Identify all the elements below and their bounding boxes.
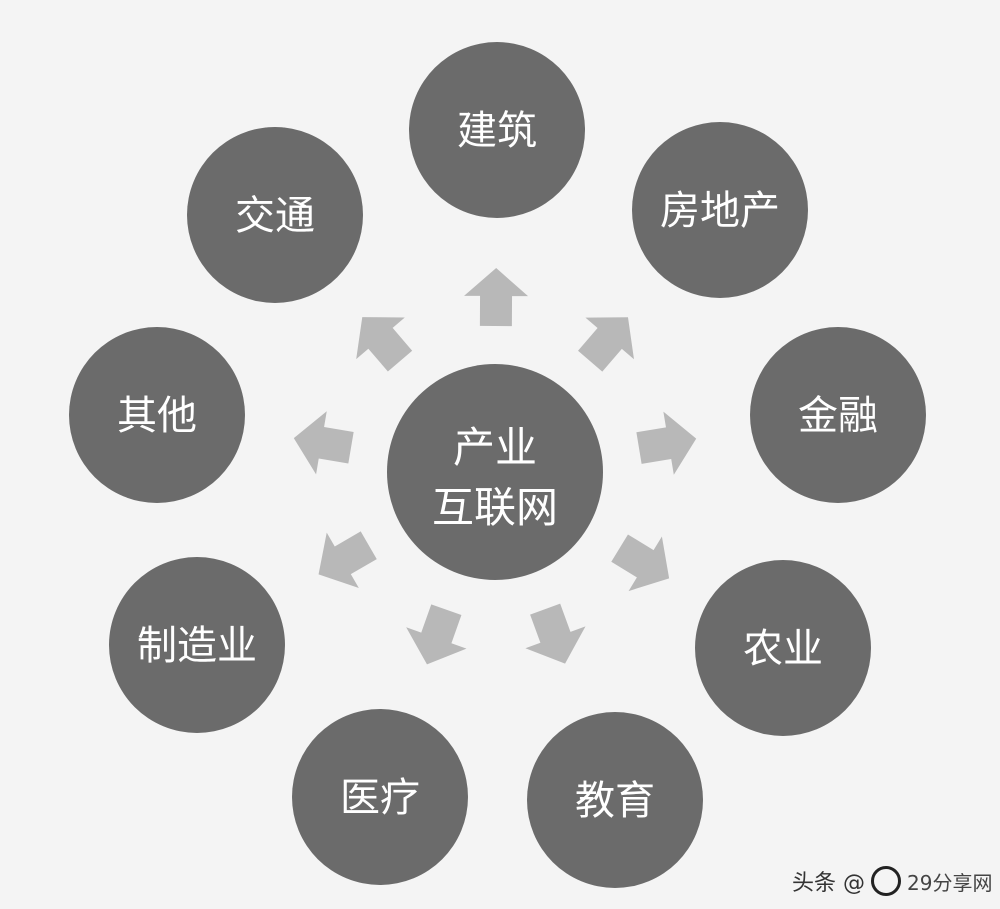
arrow-icon (406, 604, 467, 665)
arrow-icon (611, 534, 670, 592)
node-label: 其他 (117, 393, 197, 439)
arrow-icon (636, 411, 697, 475)
node-label: 农业 (743, 626, 823, 672)
node-other: 其他 (69, 327, 245, 503)
watermark-prefix: 头条 @ (792, 871, 865, 896)
node-manufacturing: 制造业 (109, 557, 285, 733)
node-label: 金融 (798, 393, 878, 439)
node-construction: 建筑 (409, 42, 585, 218)
arrow-icon (525, 603, 586, 664)
node-education: 教育 (527, 712, 703, 888)
node-finance: 金融 (750, 327, 926, 503)
node-label: 建筑 (457, 108, 537, 154)
node-label: 医疗 (340, 775, 420, 821)
arrow-icon (293, 411, 354, 475)
arrow-icon (356, 317, 413, 372)
watermark-brand: 29分享网 (907, 870, 993, 895)
arrow-icon (578, 317, 634, 372)
center-label-line1: 产业 (453, 423, 537, 472)
arrow-icon (464, 268, 529, 327)
arrow-icon (318, 531, 377, 588)
node-agriculture: 农业 (695, 560, 871, 736)
node-medical: 医疗 (292, 709, 468, 885)
node-label: 房地产 (660, 188, 780, 234)
watermark-logo-icon (871, 866, 901, 896)
node-label: 教育 (575, 778, 655, 824)
node-real-estate: 房地产 (632, 122, 808, 298)
node-transport: 交通 (187, 127, 363, 303)
node-label: 制造业 (137, 623, 257, 669)
node-label: 交通 (235, 193, 315, 239)
center-label-line2: 互联网 (432, 483, 558, 532)
watermark: 头条 @ 29分享网 (792, 858, 998, 904)
